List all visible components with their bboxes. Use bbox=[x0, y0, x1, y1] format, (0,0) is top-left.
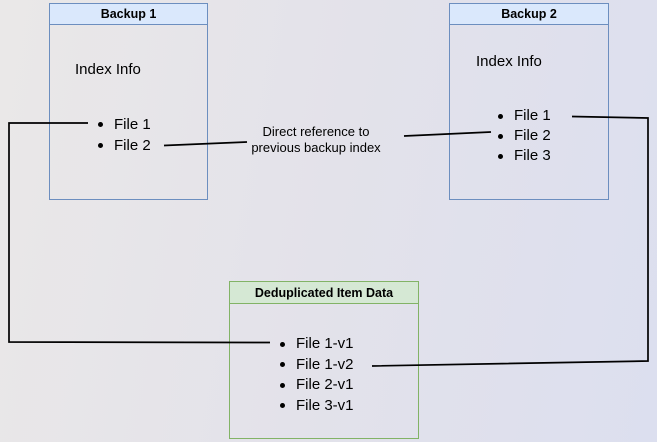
list-item: File 3 bbox=[498, 146, 551, 166]
dedup-file-list: File 1-v1 File 1-v2 File 2-v1 File 3-v1 bbox=[280, 334, 354, 416]
dedup-title: Deduplicated Item Data bbox=[230, 282, 418, 304]
backup2-box: Backup 2 Index Info File 1 File 2 File 3 bbox=[449, 3, 609, 200]
backup1-box: Backup 1 Index Info File 1 File 2 bbox=[49, 3, 208, 200]
list-item: File 2 bbox=[98, 135, 151, 156]
list-item: File 2-v1 bbox=[280, 375, 354, 396]
backup2-title: Backup 2 bbox=[450, 4, 608, 25]
dedup-box: Deduplicated Item Data File 1-v1 File 1-… bbox=[229, 281, 419, 439]
backup2-file-list: File 1 File 2 File 3 bbox=[498, 106, 551, 166]
list-item: File 1-v2 bbox=[280, 355, 354, 376]
backup1-file-list: File 1 File 2 bbox=[98, 114, 151, 156]
backup2-subtitle: Index Info bbox=[476, 53, 542, 70]
backup1-title: Backup 1 bbox=[50, 4, 207, 25]
direct-reference-label: Direct reference to previous backup inde… bbox=[251, 124, 381, 155]
list-item: File 3-v1 bbox=[280, 396, 354, 417]
list-item: File 2 bbox=[498, 126, 551, 146]
list-item: File 1 bbox=[498, 106, 551, 126]
list-item: File 1-v1 bbox=[280, 334, 354, 355]
list-item: File 1 bbox=[98, 114, 151, 135]
backup1-subtitle: Index Info bbox=[75, 61, 141, 78]
